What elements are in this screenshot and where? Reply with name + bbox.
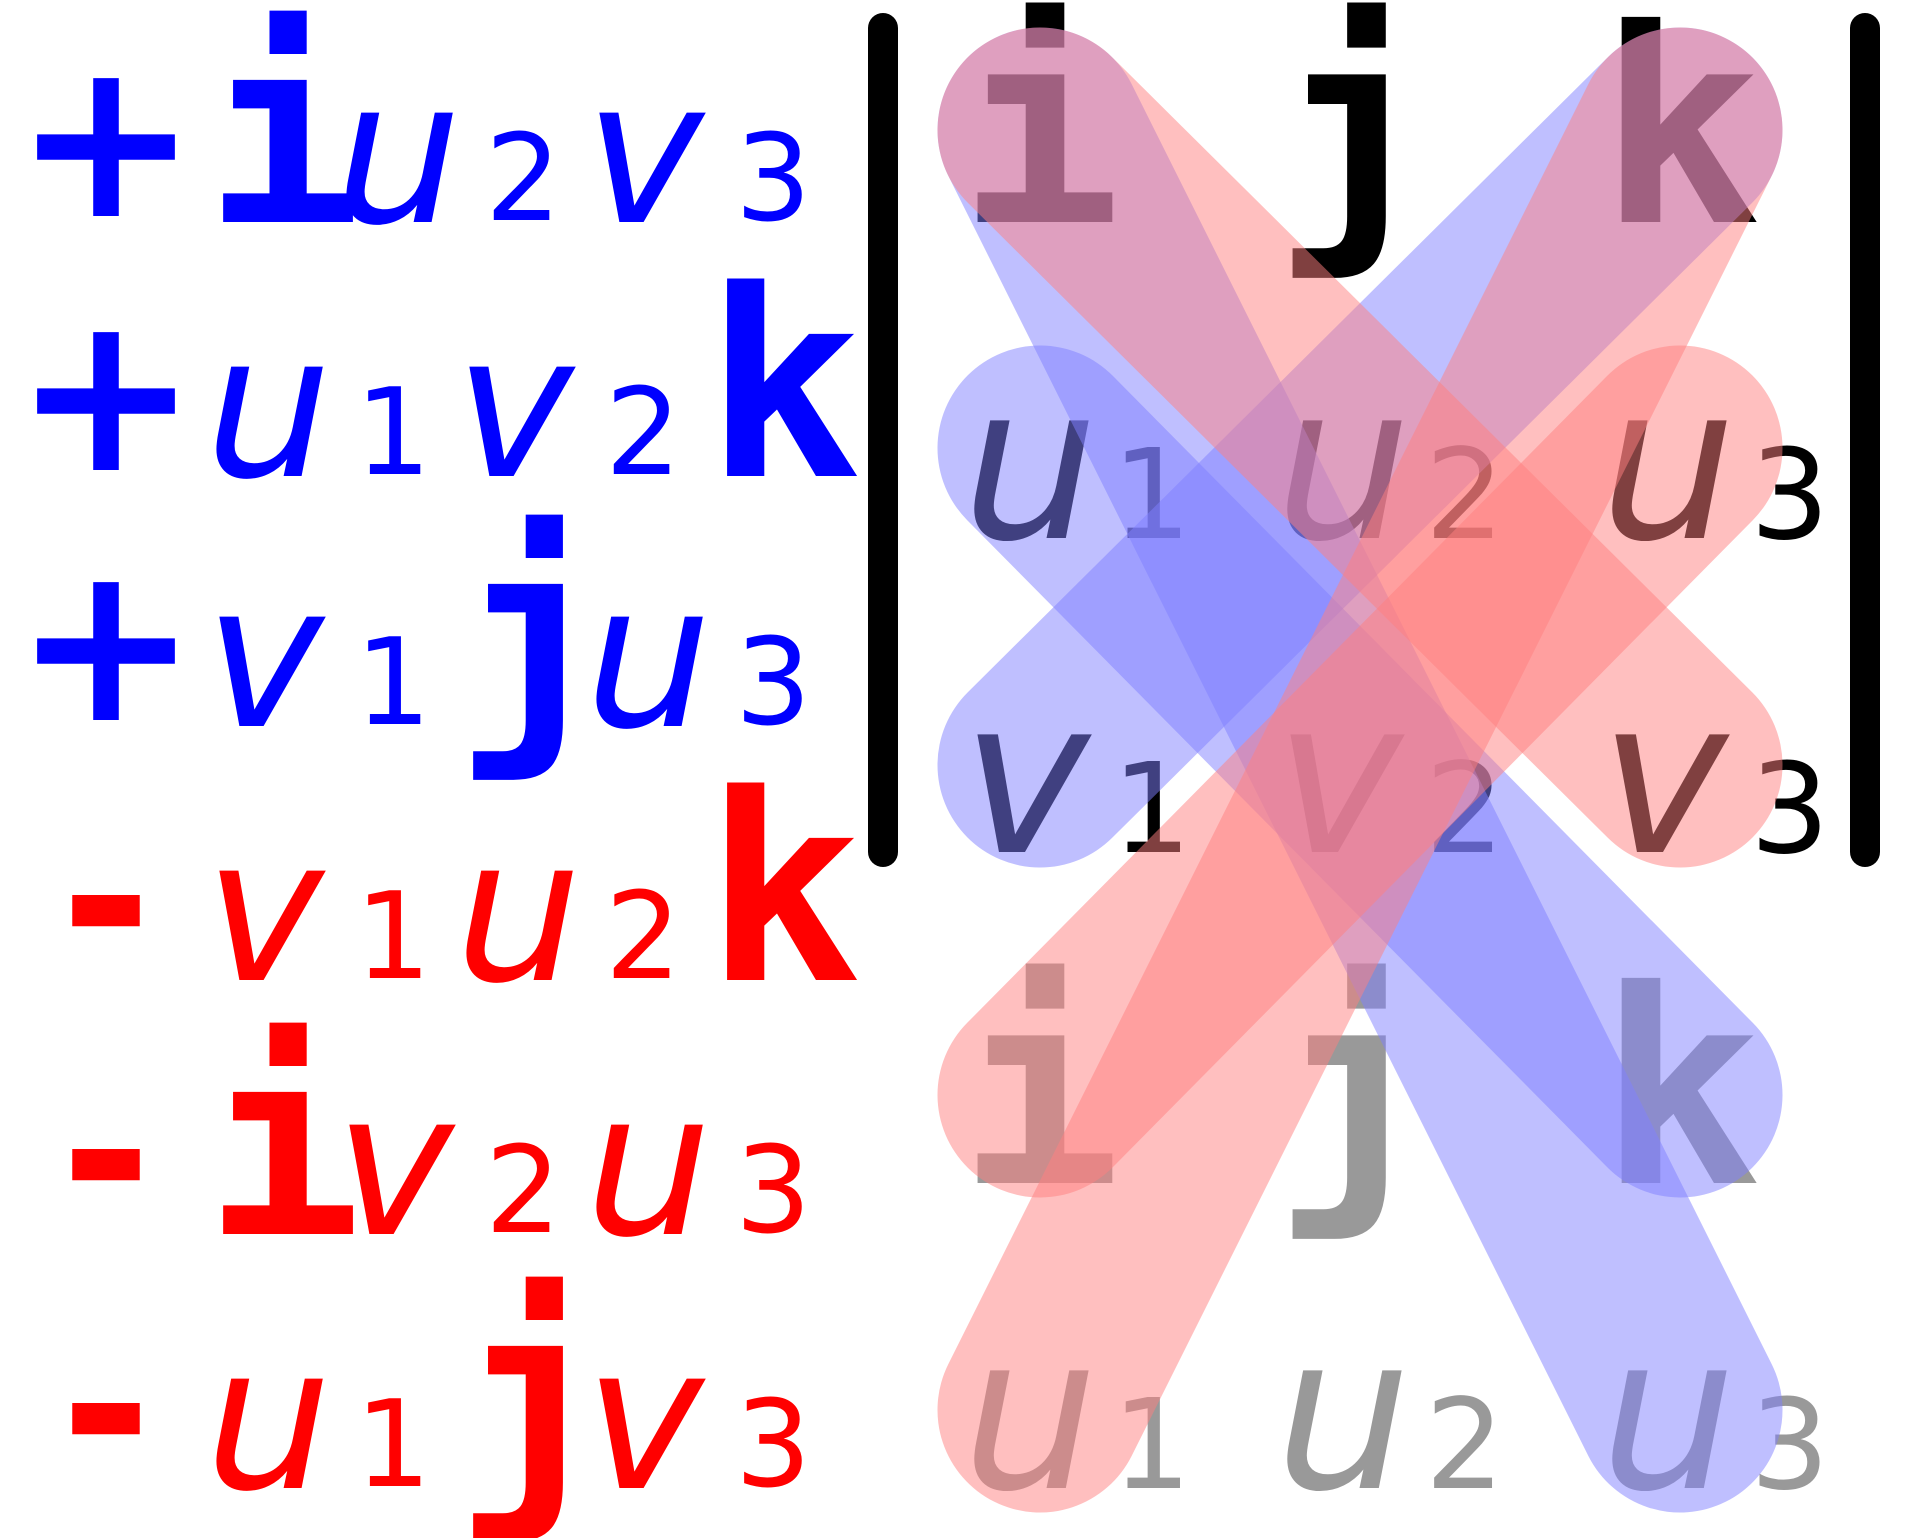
subscript-2: 2 bbox=[485, 1122, 561, 1261]
subscript-3: 3 bbox=[735, 110, 811, 249]
subscript-3: 3 bbox=[735, 1376, 811, 1515]
term-sign: + bbox=[14, 516, 198, 772]
unit-vector-j: j bbox=[455, 486, 612, 788]
determinant-bars bbox=[868, 13, 1880, 867]
unit-vector-j: j bbox=[455, 1248, 612, 1538]
subscript-2: 2 bbox=[605, 364, 681, 503]
variable-v: v bbox=[335, 1049, 456, 1282]
variable-u: u bbox=[455, 795, 582, 1028]
subscript-1: 1 bbox=[355, 614, 431, 753]
matrix-cell-j: j bbox=[1274, 0, 1437, 286]
variable-v: v bbox=[455, 291, 576, 524]
term-sign: + bbox=[14, 12, 198, 268]
variable-v: v bbox=[205, 541, 326, 774]
subscript-1: 1 bbox=[355, 364, 431, 503]
variable-v: v bbox=[585, 37, 706, 270]
unit-vector-k: k bbox=[705, 740, 862, 1042]
subscript-1: 1 bbox=[355, 868, 431, 1007]
variable-u: u bbox=[585, 1049, 712, 1282]
subscript-3: 3 bbox=[735, 614, 811, 753]
variable-u: u bbox=[585, 541, 712, 774]
subscript-1: 1 bbox=[355, 1376, 431, 1515]
term-sign: - bbox=[60, 1024, 151, 1280]
matrix-cell-u: u bbox=[1275, 1288, 1411, 1538]
matrix-cell-subscript: 2 bbox=[1425, 1373, 1505, 1518]
variable-u: u bbox=[205, 291, 332, 524]
variable-v: v bbox=[205, 795, 326, 1028]
term-sign: + bbox=[14, 266, 198, 522]
subscript-2: 2 bbox=[485, 110, 561, 249]
term-sign: - bbox=[60, 1278, 151, 1534]
sarrus-diagonals bbox=[937, 27, 1783, 1513]
subscript-2: 2 bbox=[605, 868, 681, 1007]
unit-vector-k: k bbox=[705, 236, 862, 538]
unit-vector-i: i bbox=[205, 994, 362, 1296]
negative-diagonal-band bbox=[937, 27, 1783, 868]
term-sign: - bbox=[60, 770, 151, 1026]
subscript-3: 3 bbox=[735, 1122, 811, 1261]
unit-vector-i: i bbox=[205, 0, 362, 284]
variable-u: u bbox=[335, 37, 462, 270]
variable-u: u bbox=[205, 1303, 332, 1536]
variable-v: v bbox=[585, 1303, 706, 1536]
